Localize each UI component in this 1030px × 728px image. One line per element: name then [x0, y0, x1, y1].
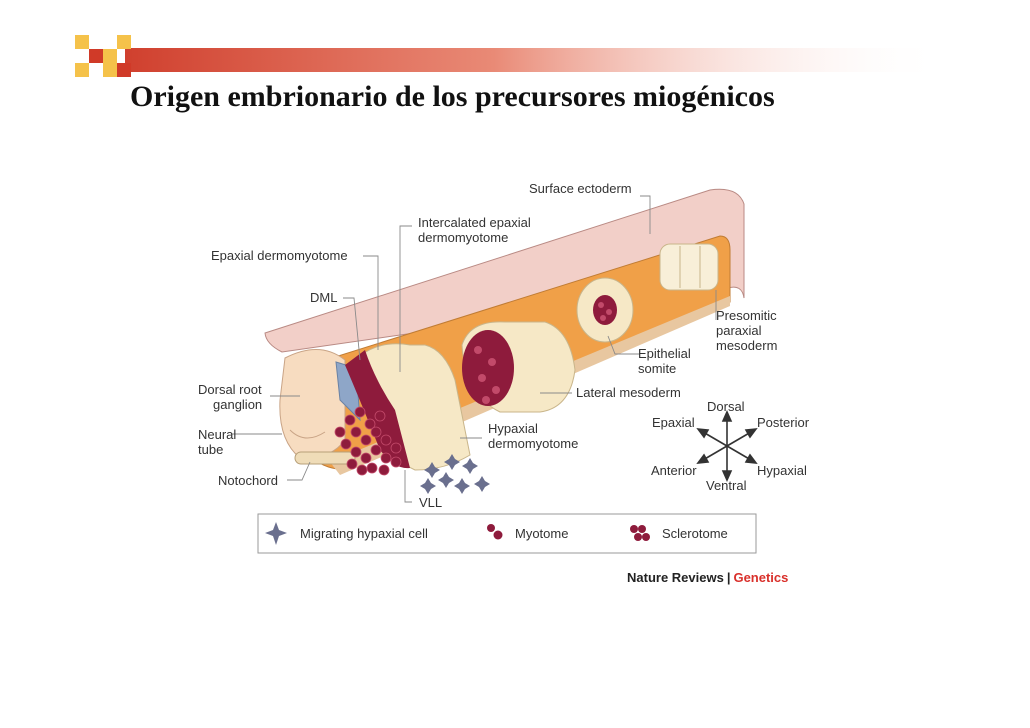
sclerotome-cell — [356, 464, 368, 476]
migrating-cell — [462, 458, 478, 474]
label-notochord: Notochord — [218, 473, 278, 488]
label-mesoderm: mesoderm — [716, 338, 777, 353]
label-dml: DML — [310, 290, 337, 305]
credit-separator: | — [726, 570, 731, 585]
label-intercalated-dermomyotome: dermomyotome — [418, 230, 508, 245]
label-ganglion: ganglion — [213, 397, 262, 412]
migrating-cell — [444, 454, 460, 470]
epithelial-somite — [576, 277, 634, 343]
presomitic-mesoderm — [659, 243, 719, 291]
sclerotome-cell — [390, 442, 402, 454]
sclerotome-cell — [374, 410, 386, 422]
credit-journal: Nature Reviews — [627, 570, 724, 585]
sclerotome-cell — [378, 464, 390, 476]
axis-dorsal: Dorsal — [707, 399, 745, 414]
sclerotome-cell — [380, 434, 392, 446]
notochord — [294, 451, 356, 465]
label-paraxial: paraxial — [716, 323, 762, 338]
legend-myotome: Myotome — [515, 526, 568, 541]
sclerotome-icon — [630, 525, 650, 541]
header-squares — [75, 35, 131, 77]
sclerotome-cell — [334, 426, 346, 438]
migrating-cell — [420, 478, 436, 494]
credit-section: Genetics — [733, 570, 789, 585]
axis-anterior: Anterior — [651, 463, 697, 478]
sclerotome-cell — [360, 452, 372, 464]
label-hypaxial-dermomyotome: dermomyotome — [488, 436, 578, 451]
sclerotome-cell — [344, 414, 356, 426]
orientation-compass — [696, 410, 758, 482]
axis-epaxial: Epaxial — [652, 415, 695, 430]
sclerotome-cluster — [334, 406, 402, 476]
label-leader-lines — [232, 195, 717, 503]
legend-migrating: Migrating hypaxial cell — [300, 526, 428, 541]
sclerotome-cell — [340, 438, 352, 450]
migrating-cell-icon — [265, 522, 287, 545]
myotome-icon — [487, 524, 503, 540]
axis-hypaxial: Hypaxial — [757, 463, 807, 478]
sclerotome-cell — [370, 426, 382, 438]
middle-somite — [461, 321, 576, 413]
sclerotome-cell — [350, 426, 362, 438]
sclerotome-cell — [380, 452, 392, 464]
label-epithelial: Epithelial — [638, 346, 691, 361]
label-hypaxial: Hypaxial — [488, 421, 538, 436]
label-tube: tube — [198, 442, 223, 457]
migrating-hypaxial-cells — [420, 454, 490, 494]
label-neural: Neural — [198, 427, 236, 442]
source-credit: Nature Reviews|Genetics — [627, 570, 788, 585]
axis-ventral: Ventral — [706, 478, 747, 493]
slide-header-decoration — [75, 35, 945, 77]
page-title: Origen embrionario de los precursores mi… — [130, 80, 775, 113]
migrating-cell — [438, 472, 454, 488]
sclerotome-cell — [354, 406, 366, 418]
migrating-cell — [454, 478, 470, 494]
label-surface-ectoderm: Surface ectoderm — [529, 181, 632, 196]
axis-posterior: Posterior — [757, 415, 810, 430]
label-lateral-mesoderm: Lateral mesoderm — [576, 385, 681, 400]
label-vll: VLL — [419, 495, 442, 510]
sclerotome-cell — [364, 418, 376, 430]
sclerotome-cell — [390, 456, 402, 468]
sclerotome-cell — [370, 444, 382, 456]
label-somite: somite — [638, 361, 676, 376]
legend: Migrating hypaxial cell Myotome Scleroto… — [257, 513, 757, 554]
sclerotome-cell — [360, 434, 372, 446]
sclerotome-cell — [366, 462, 378, 474]
header-gradient-bar — [125, 48, 945, 72]
surface-ectoderm — [264, 188, 745, 353]
migrating-cell — [424, 462, 440, 478]
label-epaxial-dermomyotome: Epaxial dermomyotome — [211, 248, 348, 263]
label-intercalated-epaxial: Intercalated epaxial — [418, 215, 531, 230]
label-dorsal-root: Dorsal root — [198, 382, 262, 397]
neural-tube — [279, 349, 346, 459]
legend-sclerotome: Sclerotome — [662, 526, 728, 541]
sclerotome-cell — [346, 458, 358, 470]
sclerotome-cell — [350, 446, 362, 458]
migrating-cell — [474, 476, 490, 492]
label-presomitic: Presomitic — [716, 308, 777, 323]
